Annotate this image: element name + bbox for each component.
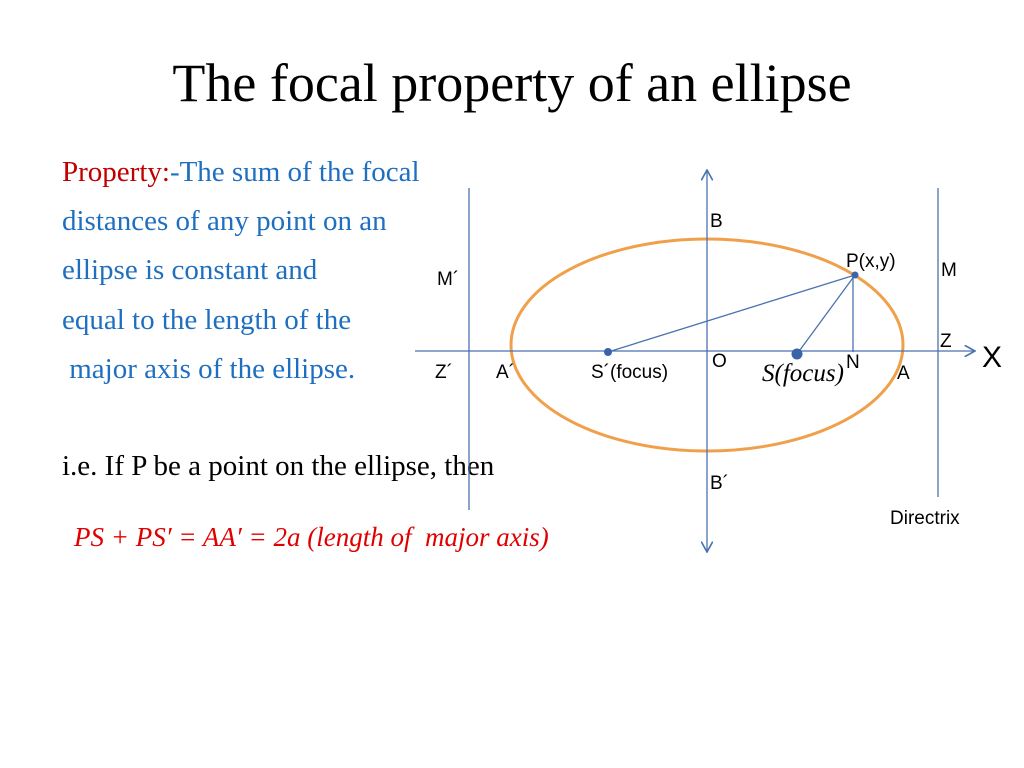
label-m-prime: M´	[437, 269, 459, 290]
property-line-2: distances of any point on an	[62, 205, 387, 237]
ie-statement: i.e. If P be a point on the ellipse, the…	[62, 450, 495, 482]
focus-s-prime-point	[604, 348, 612, 356]
property-line-4: equal to the length of the	[62, 304, 352, 336]
label-b: B	[710, 211, 723, 232]
label-directrix: Directrix	[890, 508, 960, 529]
label-z: Z	[940, 331, 952, 352]
page-title: The focal property of an ellipse	[172, 53, 852, 113]
label-a-prime: A´	[496, 362, 515, 383]
label-o: O	[712, 351, 727, 372]
label-x-axis: X	[982, 341, 1002, 374]
label-m: M	[941, 260, 957, 281]
property-text-1: -The sum of the focal	[169, 156, 420, 188]
label-a: A	[897, 363, 910, 384]
label-s-prime-focus: S´(focus)	[591, 362, 668, 383]
formula-a: a	[286, 522, 301, 552]
formula-rest: (length of major axis)	[300, 522, 549, 552]
property-line-3: ellipse is constant and	[62, 254, 318, 286]
focus-s-point	[791, 348, 803, 360]
property-line-5: major axis of the ellipse.	[62, 353, 356, 385]
label-s-focus: S(focus)	[762, 360, 844, 387]
focal-sum-formula: PS + PS′ = AA′ = 2a (length of major axi…	[74, 522, 549, 553]
focal-line-ps-prime	[607, 274, 856, 353]
property-line-1: Property:-The sum of the focal	[62, 156, 420, 189]
formula-lhs: PS + PS′ = AA′ = 2	[74, 522, 287, 552]
property-label: Property:	[62, 156, 170, 188]
label-z-prime: Z´	[435, 362, 453, 383]
label-b-prime: B´	[710, 473, 729, 494]
label-p: P(x,y)	[846, 251, 896, 272]
focal-line-ps	[796, 274, 856, 355]
label-n: N	[846, 352, 860, 373]
point-p	[851, 271, 859, 279]
